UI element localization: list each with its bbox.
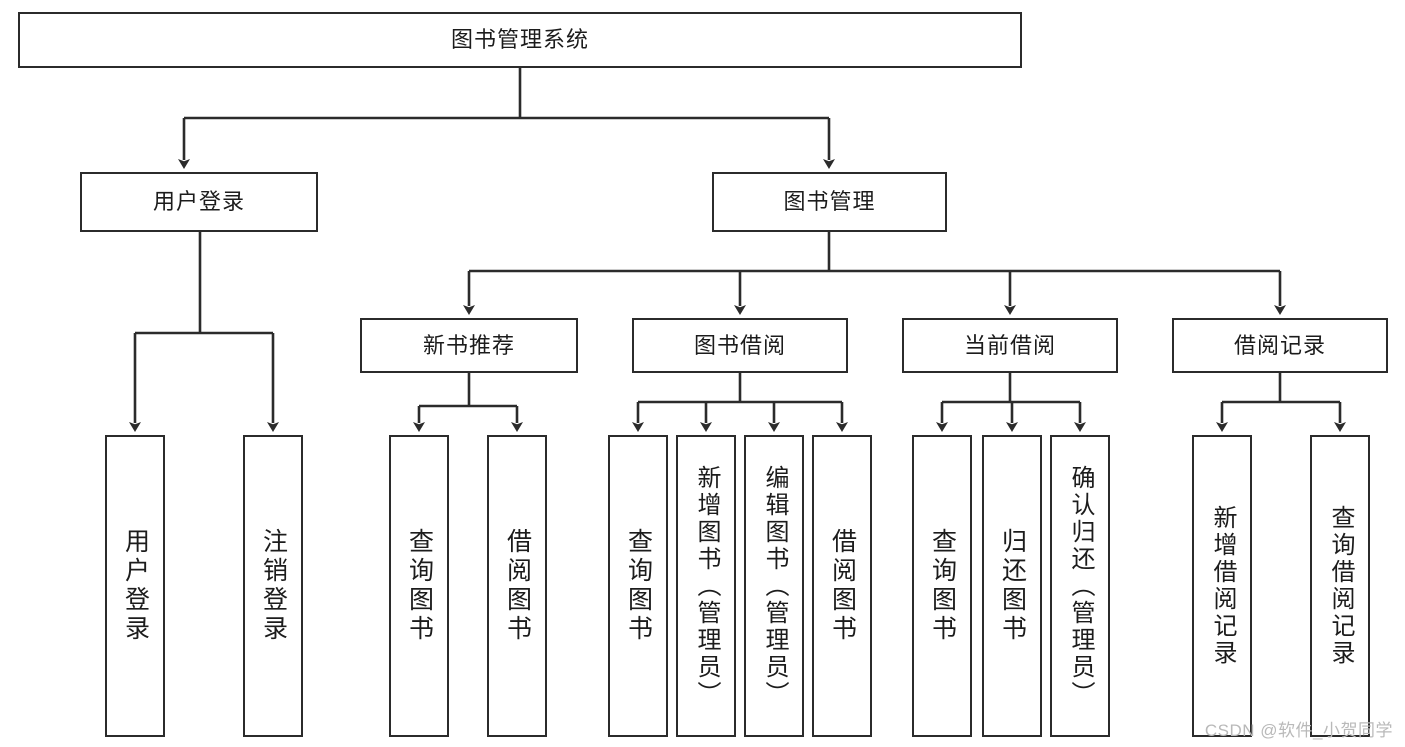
node-label: 借阅图书 [503,528,532,644]
node-label: 用户登录 [121,528,150,644]
node-label: 查询图书 [405,528,434,644]
node-label: 新书推荐 [422,332,515,358]
node-root-system[interactable]: 图书管理系统 [18,12,1022,68]
leaf-node-user-login[interactable]: 用户登录 [105,435,165,737]
node-label: 查询图书 [928,528,957,644]
node-label: 新增图书（管理员） [693,464,720,708]
leaf-node-query-record[interactable]: 查询借阅记录 [1310,435,1370,737]
node-label: 当前借阅 [963,332,1056,358]
leaf-node-query-book-2[interactable]: 查询图书 [608,435,668,737]
leaf-node-add-book[interactable]: 新增图书（管理员） [676,435,736,737]
leaf-node-logout[interactable]: 注销登录 [243,435,303,737]
leaf-node-add-record[interactable]: 新增借阅记录 [1192,435,1252,737]
leaf-node-edit-book[interactable]: 编辑图书（管理员） [744,435,804,737]
node-label: 用户登录 [152,189,245,215]
node-new-book-recommend[interactable]: 新书推荐 [360,318,578,373]
leaf-node-confirm-return[interactable]: 确认归还（管理员） [1050,435,1110,737]
node-label: 借阅图书 [828,528,857,644]
node-borrow-record[interactable]: 借阅记录 [1172,318,1388,373]
node-user-login[interactable]: 用户登录 [80,172,318,232]
leaf-node-query-book-3[interactable]: 查询图书 [912,435,972,737]
node-label: 图书管理 [783,189,876,215]
node-label: 图书管理系统 [450,27,589,53]
leaf-node-query-book-1[interactable]: 查询图书 [389,435,449,737]
node-label: 借阅记录 [1233,332,1326,358]
watermark-text: CSDN @软件_小贺同学 [1204,721,1393,740]
node-label: 查询图书 [624,528,653,644]
node-label: 图书借阅 [693,332,786,358]
node-label: 归还图书 [998,528,1027,644]
node-label: 确认归还（管理员） [1067,464,1094,708]
node-book-manage[interactable]: 图书管理 [712,172,947,232]
node-label: 新增借阅记录 [1209,505,1236,667]
leaf-node-return-book[interactable]: 归还图书 [982,435,1042,737]
node-label: 注销登录 [259,528,288,644]
node-label: 查询借阅记录 [1327,505,1354,667]
leaf-node-borrow-book-2[interactable]: 借阅图书 [812,435,872,737]
node-current-borrow[interactable]: 当前借阅 [902,318,1118,373]
node-book-borrow[interactable]: 图书借阅 [632,318,848,373]
node-label: 编辑图书（管理员） [761,464,788,708]
leaf-node-borrow-book-1[interactable]: 借阅图书 [487,435,547,737]
